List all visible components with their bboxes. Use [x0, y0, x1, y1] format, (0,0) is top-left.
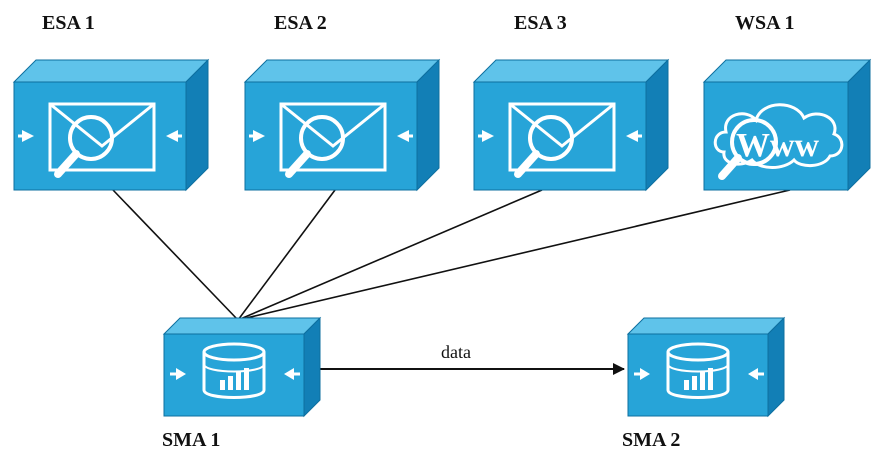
- www-glyph: Www: [736, 127, 820, 164]
- device-top-face: [12, 59, 210, 83]
- device-top-face: [626, 317, 786, 335]
- device-sma2: [626, 316, 786, 418]
- device-label-esa3: ESA 3: [514, 12, 567, 34]
- web-scan-icon: Www: [713, 103, 844, 180]
- device-front-face: [244, 81, 418, 191]
- email-scan-icon: [478, 102, 642, 178]
- device-label-wsa1: WSA 1: [735, 12, 794, 34]
- device-top-face: [472, 59, 670, 83]
- device-esa2: [243, 58, 441, 192]
- database-report-icon: [634, 342, 764, 399]
- link-esa1-sma1: [112, 189, 239, 321]
- device-side-face: [847, 58, 871, 192]
- device-side-face: [645, 58, 669, 192]
- device-top-face: [243, 59, 441, 83]
- email-scan-icon: [18, 102, 182, 178]
- device-top-face: [162, 317, 322, 335]
- device-front-face: [163, 333, 305, 417]
- device-front-face: [13, 81, 187, 191]
- device-esa3: [472, 58, 670, 192]
- device-label-esa2: ESA 2: [274, 12, 327, 34]
- device-side-face: [185, 58, 209, 192]
- device-sma1: [162, 316, 322, 418]
- device-wsa1: Www: [702, 58, 872, 192]
- link-esa2-sma1: [237, 189, 336, 321]
- device-label-esa1: ESA 1: [42, 12, 95, 34]
- cloud-icon: [713, 103, 844, 169]
- link-wsa1-sma1: [237, 189, 791, 321]
- device-top-face: [702, 59, 872, 83]
- device-front-face: [473, 81, 647, 191]
- database-report-icon: [170, 342, 300, 399]
- data-arrow-label: data: [441, 342, 471, 362]
- device-side-face: [767, 316, 785, 418]
- device-side-face: [303, 316, 321, 418]
- device-side-face: [416, 58, 440, 192]
- connection-lines: [112, 189, 791, 375]
- device-esa1: [12, 58, 210, 192]
- device-label-sma1: SMA 1: [162, 429, 220, 451]
- device-front-face: [627, 333, 769, 417]
- email-scan-icon: [249, 102, 413, 178]
- link-esa3-sma1: [237, 189, 543, 321]
- device-label-sma2: SMA 2: [622, 429, 680, 451]
